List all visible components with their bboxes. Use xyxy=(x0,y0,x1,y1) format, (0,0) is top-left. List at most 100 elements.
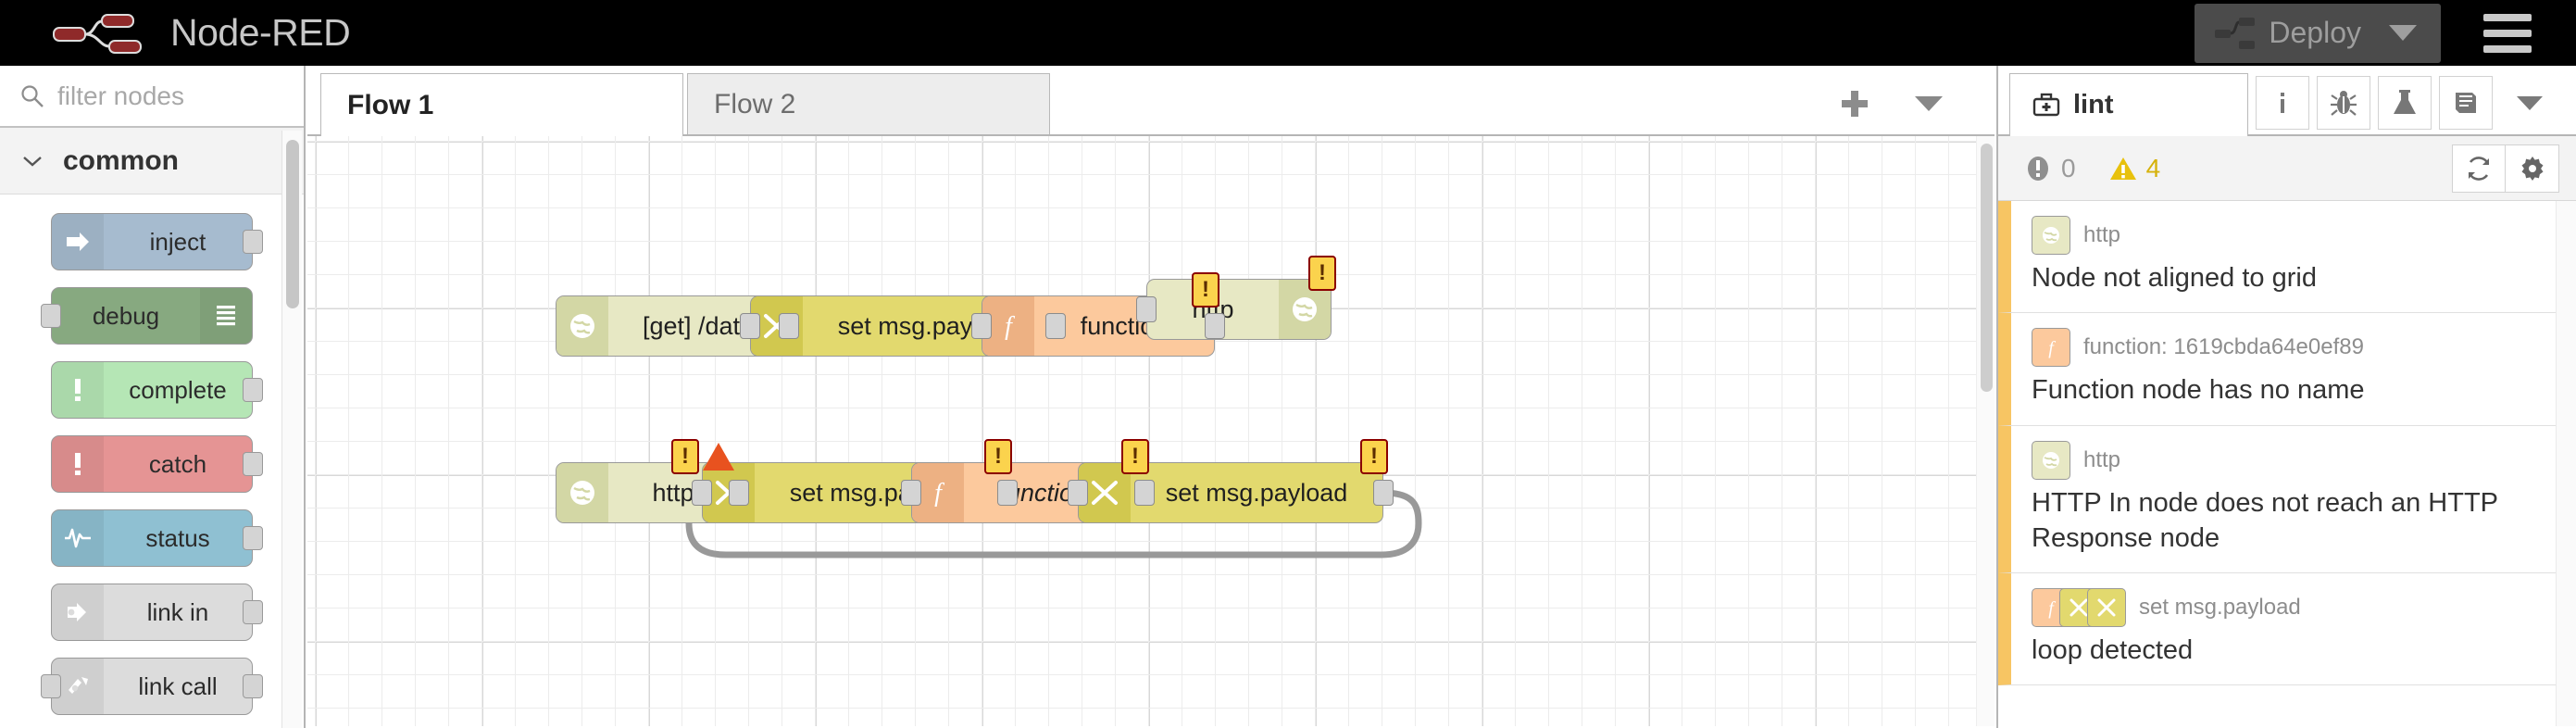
warning-triangle-icon xyxy=(2109,157,2136,180)
lint-tool-buttons xyxy=(2452,144,2559,193)
brand-name: Node-RED xyxy=(170,11,351,54)
output-port[interactable] xyxy=(243,452,263,476)
node-warning-badge[interactable]: ! xyxy=(1308,256,1336,291)
node-warning-badge[interactable]: ! xyxy=(1121,439,1149,474)
deploy-label: Deploy xyxy=(2269,16,2361,49)
globe-icon xyxy=(556,296,608,356)
caret-down-icon[interactable] xyxy=(2389,25,2417,41)
input-port[interactable] xyxy=(971,313,992,339)
globe-icon xyxy=(2032,216,2070,255)
palette-node-label: link call xyxy=(138,672,218,700)
palette-node-label: link in xyxy=(146,597,209,626)
output-port[interactable] xyxy=(997,480,1018,506)
input-port[interactable] xyxy=(901,480,921,506)
gear-icon[interactable] xyxy=(2506,144,2559,193)
palette-scrollbar[interactable] xyxy=(281,131,302,728)
palette-node-catch[interactable]: catch xyxy=(51,435,263,493)
lint-item-subtitle: http xyxy=(2083,446,2121,472)
refresh-icon[interactable] xyxy=(2452,144,2506,193)
palette-node-label: complete xyxy=(129,375,227,404)
flask-icon[interactable] xyxy=(2378,76,2432,130)
exclamation-icon xyxy=(52,436,104,492)
palette-node-link-in[interactable]: link in xyxy=(51,584,263,641)
node-warning-badge[interactable]: ! xyxy=(1360,439,1388,474)
deploy-button[interactable]: Deploy xyxy=(2195,3,2441,63)
node-palette: common inject debug xyxy=(0,66,306,728)
output-port[interactable] xyxy=(779,313,799,339)
flow-node-label: http xyxy=(652,478,694,507)
output-port[interactable] xyxy=(243,674,263,698)
output-port[interactable] xyxy=(243,230,263,254)
output-port[interactable] xyxy=(729,480,749,506)
palette-node-link-call[interactable]: link call xyxy=(41,658,263,715)
lint-toolbar: 0 4 xyxy=(1998,136,2576,201)
input-port[interactable] xyxy=(41,674,61,698)
bug-icon[interactable] xyxy=(2317,76,2370,130)
palette-category-common[interactable]: common xyxy=(0,128,304,195)
flow-tabbar: Flow 1 Flow 2 xyxy=(307,66,1995,136)
caret-down-icon[interactable] xyxy=(2517,96,2543,110)
node-warning-badge[interactable]: ! xyxy=(984,439,1012,474)
globe-icon xyxy=(2032,440,2070,480)
palette-node-inject[interactable]: inject xyxy=(51,213,263,270)
lint-item-message: HTTP In node does not reach an HTTP Resp… xyxy=(2032,487,2498,553)
book-icon[interactable] xyxy=(2439,76,2493,130)
palette-category-label: common xyxy=(63,144,180,176)
sidebar-scrollbar[interactable] xyxy=(2556,201,2576,726)
palette-node-complete[interactable]: complete xyxy=(51,361,263,419)
output-port[interactable] xyxy=(1373,480,1394,506)
lint-item[interactable]: f function: 1619cbda64e0ef89 Function no… xyxy=(1998,313,2576,426)
lint-issue-list[interactable]: http Node not aligned to grid f function… xyxy=(1998,201,2576,726)
canvas-scrollbar-thumb[interactable] xyxy=(1981,144,1993,392)
flow-node-label: set msg.payload xyxy=(1165,478,1348,507)
palette-scrollbar-thumb[interactable] xyxy=(286,140,299,308)
tab-flow-1[interactable]: Flow 1 xyxy=(320,73,683,136)
input-port[interactable] xyxy=(692,480,712,506)
flow-canvas[interactable]: [get] /data set msg.payload f function !… xyxy=(307,136,1995,726)
error-circle-icon xyxy=(2028,156,2048,181)
tab-flow-2[interactable]: Flow 2 xyxy=(687,73,1050,134)
flow-node-http-response[interactable]: http ! xyxy=(1136,256,1336,340)
flow-node-label: [get] /data xyxy=(642,311,755,340)
plus-icon[interactable] xyxy=(1839,88,1870,119)
debug-lines-icon xyxy=(200,288,252,344)
globe-icon xyxy=(556,463,608,522)
info-icon[interactable] xyxy=(2256,76,2309,130)
lint-item[interactable]: http Node not aligned to grid xyxy=(1998,201,2576,314)
output-port[interactable] xyxy=(243,526,263,550)
input-port[interactable] xyxy=(740,313,760,339)
caret-down-icon[interactable] xyxy=(1915,96,1943,111)
hamburger-menu-icon[interactable] xyxy=(2483,13,2532,53)
filter-nodes-input[interactable] xyxy=(57,81,280,111)
lint-item[interactable]: f set msg.payload loop detected xyxy=(1998,573,2576,686)
flow-wires xyxy=(685,306,1422,559)
editor-area: Flow 1 Flow 2 xyxy=(307,66,1995,728)
arrow-right-icon xyxy=(52,214,104,270)
flow-node-change-3[interactable]: set msg.payload ! xyxy=(1068,439,1394,523)
lint-item-subtitle: set msg.payload xyxy=(2139,595,2301,621)
lint-item[interactable]: http HTTP In node does not reach an HTTP… xyxy=(1998,425,2576,574)
input-port[interactable] xyxy=(1136,296,1157,322)
palette-node-status[interactable]: status xyxy=(51,509,263,567)
palette-node-list: inject debug complete xyxy=(0,195,304,715)
output-port[interactable] xyxy=(1205,313,1225,339)
output-port[interactable] xyxy=(243,600,263,624)
node-warning-badge[interactable]: ! xyxy=(671,439,699,474)
input-port[interactable] xyxy=(41,304,61,328)
lint-item-subtitle: http xyxy=(2083,222,2121,247)
palette-node-debug[interactable]: debug xyxy=(41,287,253,345)
tab-lint[interactable]: lint xyxy=(2009,73,2248,136)
output-port[interactable] xyxy=(1045,313,1066,339)
function-icon: f xyxy=(912,463,964,522)
canvas-scrollbar[interactable] xyxy=(1976,136,1995,726)
lint-item-header: http xyxy=(2032,216,2554,255)
lint-item-header: http xyxy=(2032,440,2554,480)
input-port[interactable] xyxy=(1068,480,1088,506)
output-port[interactable] xyxy=(243,378,263,402)
node-alert-triangle-icon[interactable] xyxy=(703,443,734,471)
right-sidebar: lint 0 xyxy=(1996,66,2576,728)
output-port[interactable] xyxy=(1134,480,1155,506)
medkit-icon xyxy=(2032,93,2060,116)
pulse-icon xyxy=(52,510,104,566)
node-warning-badge[interactable]: ! xyxy=(1192,272,1219,308)
